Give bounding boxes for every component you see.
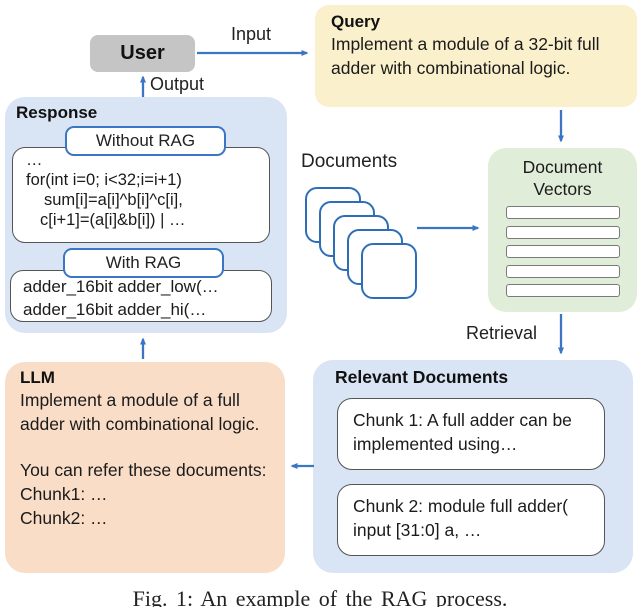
llm-spacer	[20, 436, 271, 458]
llm-prompt-text: Implement a module of a full adder with …	[20, 390, 260, 434]
figure-caption: Fig. 1: An example of the RAG process.	[132, 586, 508, 607]
vector-bar	[505, 206, 620, 219]
user-box: User	[90, 35, 195, 72]
query-box: Query Implement a module of a 32-bit ful…	[315, 5, 637, 107]
vector-bar	[505, 225, 620, 239]
code-line: sum[i]=a[i]^b[i]^c[i],	[44, 191, 183, 209]
code-line: adder_16bit adder_low(…	[23, 277, 219, 296]
query-title: Query	[331, 12, 381, 31]
vector-bars	[488, 206, 637, 297]
code-line: for(int i=0; i<32;i=i+1)	[26, 171, 182, 189]
llm-chunk1-line: Chunk1: …	[20, 484, 108, 504]
relevant-documents-title: Relevant Documents	[335, 367, 509, 387]
response-box: Response Without RAG … for(int i=0; i<32…	[5, 97, 287, 333]
code-line: adder_16bit adder_hi(…	[23, 300, 207, 319]
chunk-1-text: Chunk 1: A full adder can be implemented…	[353, 410, 572, 454]
chunk-2-text: Chunk 2: module full adder( input [31:0]…	[353, 496, 568, 540]
code-line: c[i+1]=(a[i]&b[i]) | …	[40, 211, 186, 229]
with-rag-label: With RAG	[105, 253, 182, 272]
user-label: User	[120, 42, 165, 64]
query-text: Implement a module of a 32-bit full adde…	[331, 34, 600, 78]
documents-label: Documents	[301, 151, 398, 172]
without-rag-badge: Without RAG	[65, 126, 226, 156]
retrieval-label: Retrieval	[466, 323, 538, 343]
response-title: Response	[16, 103, 98, 122]
vector-bar	[505, 245, 620, 258]
code-line: …	[26, 151, 43, 169]
llm-box: LLM Implement a module of a full adder w…	[5, 362, 285, 573]
chunk-card-2: Chunk 2: module full adder( input [31:0]…	[337, 484, 605, 556]
input-label: Input	[231, 24, 272, 44]
relevant-documents-box: Relevant Documents Chunk 1: A full adder…	[313, 360, 633, 573]
llm-refer-text: You can refer these documents:	[20, 460, 267, 480]
llm-chunk2-line: Chunk2: …	[20, 508, 108, 528]
with-rag-code-box: adder_16bit adder_low(… adder_16bit adde…	[10, 270, 272, 322]
llm-title: LLM	[20, 368, 55, 387]
chunk-card-1: Chunk 1: A full adder can be implemented…	[337, 398, 605, 470]
document-vectors-box: Document Vectors	[488, 148, 637, 312]
output-label: Output	[150, 74, 205, 94]
without-rag-label: Without RAG	[95, 131, 196, 150]
vector-bar	[505, 284, 620, 297]
with-rag-badge: With RAG	[63, 248, 224, 278]
vector-bar	[505, 264, 620, 278]
without-rag-code-box: … for(int i=0; i<32;i=i+1) sum[i]=a[i]^b…	[12, 147, 270, 243]
document-vectors-title: Document Vectors	[522, 157, 603, 199]
document-card	[361, 243, 417, 299]
